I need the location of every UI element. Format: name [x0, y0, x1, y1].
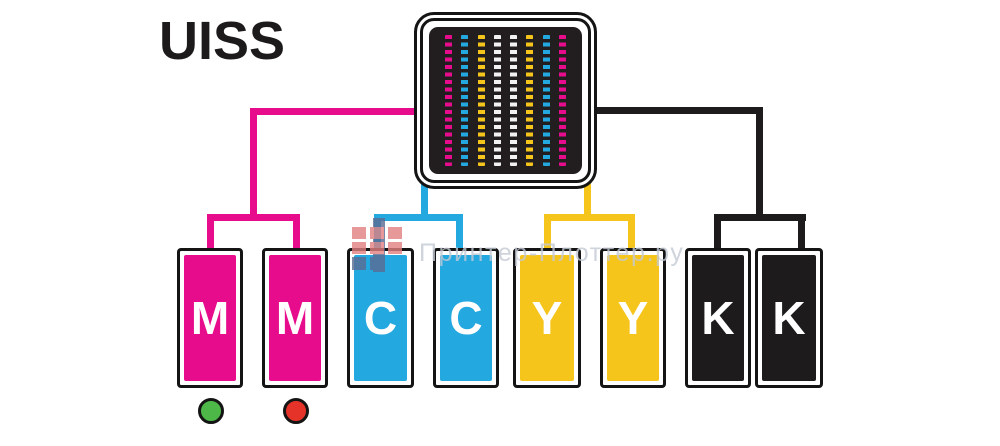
magenta-tube-branch — [207, 214, 300, 221]
cyan-tube-vertical — [421, 172, 428, 221]
black-tube-horizontal — [595, 107, 763, 114]
print-head-icon — [414, 12, 597, 189]
cartridge-fill: Y — [607, 255, 659, 381]
nozzle-column-white — [493, 35, 501, 166]
nozzle-column-magenta — [558, 35, 566, 166]
watermark-logo-square — [388, 227, 402, 239]
black-tube-vertical — [756, 107, 763, 221]
yellow-tube-drop-2 — [628, 214, 635, 254]
cartridge-label: M — [190, 292, 230, 344]
cartridge-label: M — [275, 292, 315, 344]
nozzle-column-cyan — [461, 35, 469, 166]
print-head-nozzle-columns — [429, 27, 582, 174]
cartridge-magenta-2: M — [262, 248, 328, 388]
cartridge-label: C — [363, 292, 398, 344]
diagram-title: UISS — [159, 11, 286, 71]
cartridge-fill: C — [354, 255, 407, 381]
cartridge-black-2: K — [755, 248, 823, 388]
cyan-tube-branch — [374, 214, 463, 221]
cartridge-fill: M — [269, 255, 321, 381]
nozzle-column-magenta — [445, 35, 453, 166]
cartridge-label: K — [701, 292, 735, 344]
cartridge-cyan-1: C — [347, 248, 414, 388]
cartridge-fill: C — [440, 255, 492, 381]
red-status-dot — [283, 398, 309, 424]
print-head-inner-outline — [420, 18, 591, 183]
magenta-tube-horizontal — [250, 108, 417, 115]
magenta-tube-drop-2 — [293, 214, 300, 254]
cartridge-yellow-1: Y — [513, 248, 581, 388]
cartridge-cyan-2: C — [433, 248, 499, 388]
green-status-dot — [198, 398, 224, 424]
cartridge-yellow-2: Y — [600, 248, 666, 388]
cartridge-fill: Y — [520, 255, 574, 381]
nozzle-column-white — [510, 35, 518, 166]
cartridge-black-1: K — [685, 248, 751, 388]
yellow-tube-branch — [544, 214, 635, 221]
magenta-tube-drop-1 — [207, 214, 214, 254]
watermark-logo-square — [352, 227, 366, 239]
cartridge-fill: K — [762, 255, 816, 381]
cartridge-label: Y — [531, 292, 563, 344]
black-tube-drop-2 — [798, 214, 805, 254]
cartridge-fill: M — [184, 255, 236, 381]
black-tube-drop-1 — [714, 214, 721, 254]
cyan-tube-drop-2 — [456, 214, 463, 254]
magenta-tube-vertical — [250, 108, 257, 221]
nozzle-column-yellow — [477, 35, 485, 166]
yellow-tube-vertical — [584, 172, 591, 221]
cartridge-label: K — [772, 292, 806, 344]
nozzle-column-yellow — [526, 35, 534, 166]
cartridge-magenta-1: M — [177, 248, 243, 388]
nozzle-column-cyan — [542, 35, 550, 166]
yellow-tube-drop-1 — [544, 214, 551, 254]
cartridge-label: C — [449, 292, 483, 344]
cartridge-label: Y — [617, 292, 649, 344]
black-tube-branch — [714, 214, 806, 221]
cartridge-fill: K — [692, 255, 744, 381]
